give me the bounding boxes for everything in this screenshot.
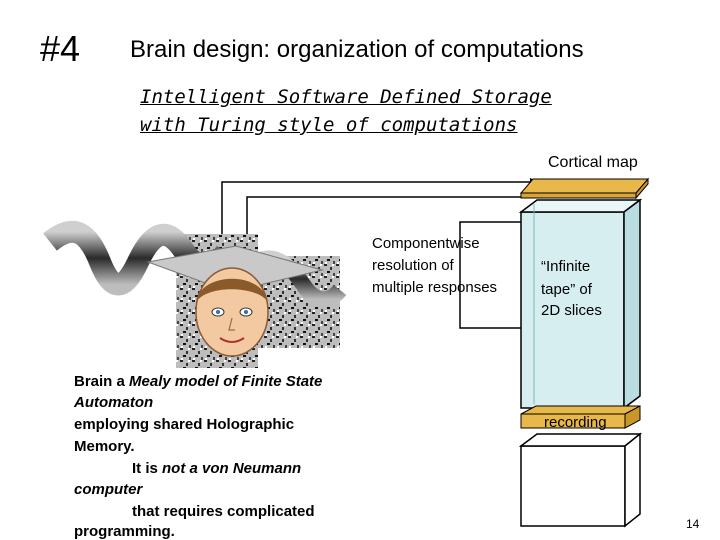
brain-text-line-7: that requires complicated [132,503,315,520]
holographic-image [43,220,347,368]
response-text-line-2: resolution of [372,257,454,274]
cortical-map-stack [519,177,650,200]
person-head-icon [146,245,324,357]
brain-text-line-8: programming. [74,523,175,540]
empty-storage-box [518,432,643,528]
brain-text-line-1: Brain a Mealy model of Finite State [74,373,323,390]
cortex-to-head-arrow [243,196,537,265]
tape-text-line-1: “Infinite [541,258,591,275]
subtitle-line-1: Intelligent Software Defined Storage [140,86,552,108]
slide-number-label: #4 [40,28,81,69]
recording-plate [520,405,641,429]
slide-title: Brain design: organization of computatio… [130,36,584,63]
brain-text-line-3: employing shared Holographic [74,416,295,433]
response-arrow [459,221,536,332]
brain-text-line-6: computer [74,481,143,498]
response-text-line-3: multiple responses [372,279,498,296]
brain-text-line-5: It is not a von Neumann [132,460,302,477]
cortical-map-label: Cortical map [548,154,638,171]
page-number: 14 [686,517,700,531]
recording-label: recording [544,414,607,431]
brain-text-line-4: Memory. [74,438,135,455]
response-text-line-1: Componentwise [372,235,480,252]
brain-text-line-2: Automaton [74,394,154,411]
tape-text-line-2: tape” of [541,281,592,298]
subtitle-line-2: with Turing style of computations [140,114,518,136]
tape-text-line-3: 2D slices [541,302,602,319]
slices-slab [518,198,643,410]
